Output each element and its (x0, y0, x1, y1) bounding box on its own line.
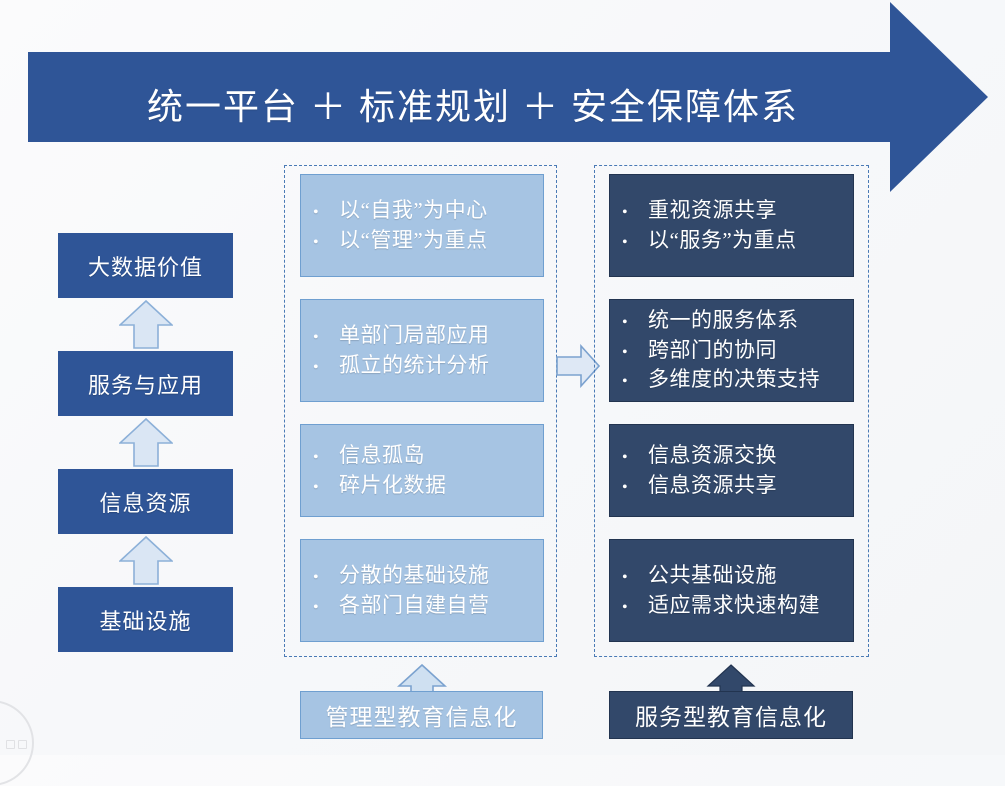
bullet-dot-icon: • (313, 203, 320, 221)
ladder-level-information-resource[interactable]: 信息资源 (58, 469, 233, 534)
bullet-item: • 以“自我”为中心 (313, 196, 543, 226)
legend-management[interactable]: 管理型教育信息化 (300, 691, 543, 739)
bullet-dot-icon: • (313, 448, 320, 466)
bullet-item: • 以“服务”为重点 (622, 226, 853, 256)
bullet-dot-icon: • (313, 358, 320, 376)
bullet-dot-icon: • (313, 598, 320, 616)
bullet-dot-icon: • (622, 343, 629, 361)
bullet-item: • 信息资源共享 (622, 471, 853, 501)
bullet-dot-icon: • (313, 328, 320, 346)
bullet-dot-icon: • (313, 568, 320, 586)
bullet-item: • 信息孤岛 (313, 441, 543, 471)
up-arrow-icon (118, 418, 173, 467)
bullet-item: • 统一的服务体系 (622, 306, 853, 336)
service-card-0[interactable]: • 重视资源共享 • 以“服务”为重点 (609, 174, 854, 277)
maturity-ladder: 大数据价值 服务与应用 信息资源 基础设施 (58, 233, 233, 652)
bullet-item: • 多维度的决策支持 (622, 365, 853, 395)
bullet-item: • 单部门局部应用 (313, 321, 543, 351)
up-arrow-icon (118, 536, 173, 585)
ladder-gap (58, 416, 233, 469)
right-arrow-icon (556, 344, 600, 388)
bullet-item: • 重视资源共享 (622, 196, 853, 226)
bullet-item: • 各部门自建自营 (313, 591, 543, 621)
bullet-item: • 分散的基础设施 (313, 561, 543, 591)
service-card-2[interactable]: • 信息资源交换 • 信息资源共享 (609, 424, 854, 517)
bullet-item: • 信息资源交换 (622, 441, 853, 471)
bullet-dot-icon: • (622, 203, 629, 221)
ladder-level-big-data-value[interactable]: 大数据价值 (58, 233, 233, 298)
banner-title: 统一平台 ＋ 标准规划 ＋ 安全保障体系 (146, 87, 799, 127)
service-card-1[interactable]: • 统一的服务体系 • 跨部门的协同 • 多维度的决策支持 (609, 299, 854, 402)
bullet-dot-icon: • (622, 598, 629, 616)
ladder-level-infrastructure[interactable]: 基础设施 (58, 587, 233, 652)
bullet-item: • 以“管理”为重点 (313, 226, 543, 256)
ladder-gap (58, 534, 233, 587)
bullet-dot-icon: • (313, 478, 320, 496)
bullet-dot-icon: • (622, 478, 629, 496)
bullet-item: • 孤立的统计分析 (313, 351, 543, 381)
management-card-3[interactable]: • 分散的基础设施 • 各部门自建自营 (300, 539, 544, 642)
bullet-dot-icon: • (313, 233, 320, 251)
management-card-2[interactable]: • 信息孤岛 • 碎片化数据 (300, 424, 544, 517)
watermark-logo (0, 700, 34, 786)
management-column-group: • 以“自我”为中心 • 以“管理”为重点 • 单部门局部应用 • 孤立的统计分… (284, 165, 557, 657)
bullet-dot-icon: • (622, 448, 629, 466)
bullet-dot-icon: • (622, 233, 629, 251)
banner-arrow: 统一平台 ＋ 标准规划 ＋ 安全保障体系 (28, 2, 988, 192)
service-card-3[interactable]: • 公共基础设施 • 适应需求快速构建 (609, 539, 854, 642)
bullet-item: • 适应需求快速构建 (622, 591, 853, 621)
service-column-group: • 重视资源共享 • 以“服务”为重点 • 统一的服务体系 • 跨部门的协同 •… (594, 165, 869, 657)
up-arrow-icon (118, 300, 173, 349)
right-arrow-banner-icon (28, 2, 988, 192)
bullet-dot-icon: • (622, 568, 629, 586)
bullet-item: • 碎片化数据 (313, 471, 543, 501)
bullet-dot-icon: • (622, 313, 629, 331)
management-card-0[interactable]: • 以“自我”为中心 • 以“管理”为重点 (300, 174, 544, 277)
management-card-1[interactable]: • 单部门局部应用 • 孤立的统计分析 (300, 299, 544, 402)
ladder-level-service-application[interactable]: 服务与应用 (58, 351, 233, 416)
bullet-dot-icon: • (622, 373, 629, 391)
legend-service[interactable]: 服务型教育信息化 (609, 691, 853, 739)
bullet-item: • 跨部门的协同 (622, 336, 853, 366)
bullet-item: • 公共基础设施 (622, 561, 853, 591)
ladder-gap (58, 298, 233, 351)
